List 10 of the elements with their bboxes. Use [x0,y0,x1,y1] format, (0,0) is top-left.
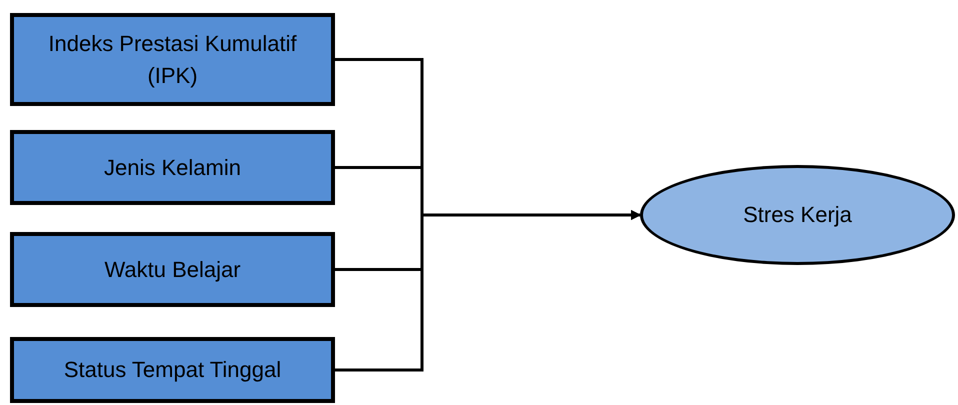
node-label: Stres Kerja [743,201,852,230]
node-label: Jenis Kelamin [104,154,241,182]
node-label: Indeks Prestasi Kumulatif (IPK) [47,30,298,90]
node-label: Status Tempat Tinggal [64,356,282,384]
variable-box [10,337,335,403]
variable-box [10,232,335,307]
variable-box [10,13,335,106]
node-label: Waktu Belajar [104,256,241,284]
variable-box [10,130,335,205]
connector-arrow [335,210,641,372]
